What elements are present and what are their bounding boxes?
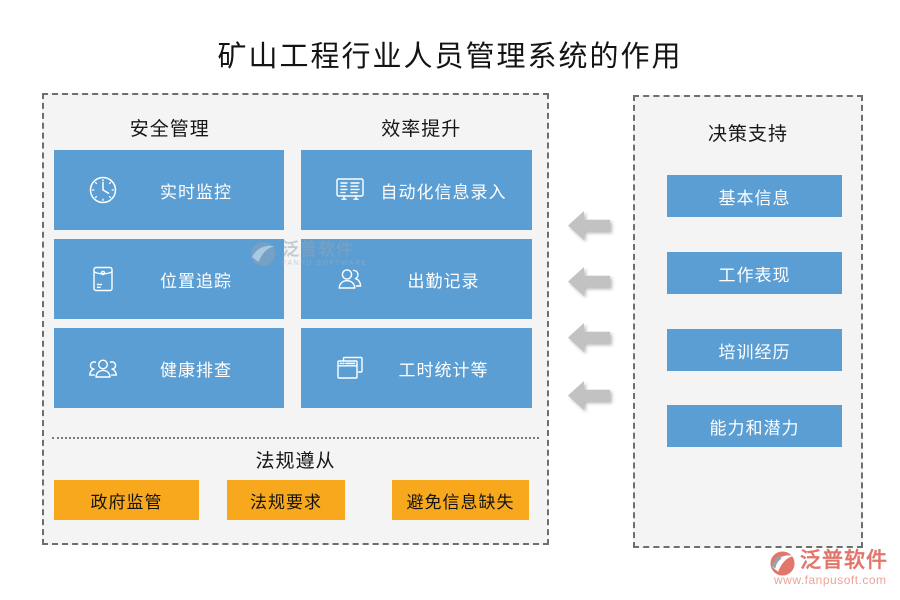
compliance-button-info-loss[interactable]: 避免信息缺失 [392, 480, 529, 520]
footer-url: www.fanpusoft.com [774, 573, 887, 587]
decision-button-training-history[interactable]: 培训经历 [667, 329, 842, 371]
card-label: 实时监控 [160, 182, 232, 202]
left-arrow-icon [568, 267, 610, 296]
feature-card-automated-entry[interactable]: 自动化信息录入 [301, 150, 532, 230]
decision-button-basic-info[interactable]: 基本信息 [667, 175, 842, 217]
section-title-safety: 安全管理 [129, 119, 210, 140]
feature-card-attendance-record[interactable]: 出勤记录 [301, 239, 532, 319]
group-icon [84, 349, 122, 387]
envelope-icon [84, 260, 122, 298]
people-icon [331, 260, 369, 298]
left-arrow-icon [568, 323, 610, 352]
feature-card-location-tracking[interactable]: 位置追踪 [54, 239, 284, 319]
footer-brand: 泛普软件 [800, 548, 888, 572]
footer-watermark: 泛普软件 www.fanpusoft.com [769, 550, 888, 586]
card-label: 出勤记录 [407, 271, 480, 291]
stacked-windows-icon [331, 349, 369, 387]
card-label: 自动化信息录入 [380, 182, 507, 202]
section-title-efficiency: 效率提升 [381, 119, 462, 140]
left-arrow-icon [568, 211, 610, 240]
feature-card-health-screening[interactable]: 健康排查 [54, 328, 284, 408]
compliance-button-government[interactable]: 政府监管 [54, 480, 199, 520]
feature-card-work-hours[interactable]: 工时统计等 [301, 328, 532, 408]
left-arrow-icon [568, 381, 610, 410]
decision-button-ability-potential[interactable]: 能力和潜力 [667, 405, 842, 447]
card-label: 工时统计等 [398, 360, 489, 380]
notice-board-icon [331, 171, 369, 209]
page-title: 矿山工程行业人员管理系统的作用 [217, 41, 683, 73]
clock-icon [84, 171, 122, 209]
fanpu-logo-icon [769, 550, 796, 577]
card-label: 健康排查 [160, 360, 232, 380]
section-title-compliance: 法规遵从 [255, 451, 336, 472]
management-panel: 安全管理 效率提升 实时监控 [42, 93, 549, 545]
decision-support-panel: 决策支持 基本信息 工作表现 培训经历 能力和潜力 [633, 95, 863, 548]
section-title-decision-support: 决策支持 [707, 124, 788, 145]
dotted-divider [52, 437, 539, 439]
card-label: 位置追踪 [160, 271, 232, 291]
decision-button-work-performance[interactable]: 工作表现 [667, 252, 842, 294]
section-headers: 安全管理 效率提升 [44, 95, 547, 141]
compliance-button-regulation[interactable]: 法规要求 [227, 480, 345, 520]
feature-cards-grid: 实时监控 自动化信息录入 位 [54, 150, 542, 408]
feature-card-realtime-monitoring[interactable]: 实时监控 [54, 150, 284, 230]
